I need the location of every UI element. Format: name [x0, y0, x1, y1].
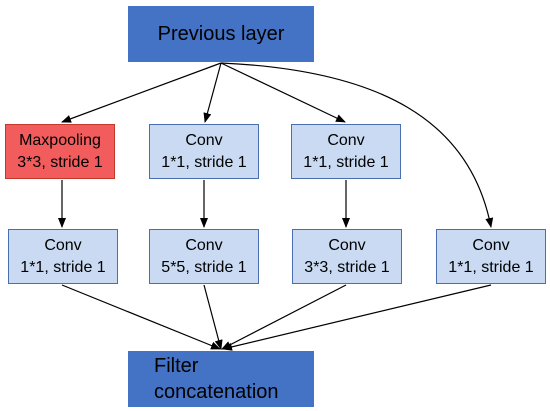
- node-maxpooling-params: 3*3, stride 1: [17, 153, 103, 171]
- node-conv-title: Conv: [327, 131, 365, 149]
- node-conv-3x3: Conv 3*3, stride 1: [292, 229, 402, 284]
- node-maxpooling-title: Maxpooling: [19, 131, 101, 149]
- node-conv-1x1-after-pool: Conv 1*1, stride 1: [8, 229, 118, 284]
- node-previous-layer: Previous layer: [128, 6, 314, 62]
- node-conv-params: 1*1, stride 1: [448, 258, 534, 276]
- node-conv-title: Conv: [185, 236, 223, 254]
- node-conv-title: Conv: [185, 131, 223, 149]
- node-conv-params: 1*1, stride 1: [303, 153, 389, 171]
- edge-previous-to-conv-a1: [203, 62, 222, 123]
- edge-previous-to-conv-b1: [220, 62, 346, 123]
- node-conv-title: Conv: [472, 236, 510, 254]
- node-conv-params: 1*1, stride 1: [161, 153, 247, 171]
- node-conv-1x1-branch2: Conv 1*1, stride 1: [149, 124, 259, 179]
- node-filter-concatenation-line2: concatenation: [154, 381, 279, 403]
- node-conv-params: 3*3, stride 1: [304, 258, 390, 276]
- node-conv-1x1-direct: Conv 1*1, stride 1: [436, 229, 546, 284]
- edge-conv-b2-to-concat: [203, 284, 223, 350]
- node-conv-title: Conv: [44, 236, 82, 254]
- node-previous-layer-label: Previous layer: [157, 23, 285, 45]
- node-conv-params: 5*5, stride 1: [161, 258, 247, 276]
- node-maxpooling: Maxpooling 3*3, stride 1: [5, 124, 115, 179]
- node-conv-5x5: Conv 5*5, stride 1: [149, 229, 259, 284]
- edge-conv-c2-to-concat: [221, 284, 347, 350]
- edge-previous-to-maxpool: [61, 62, 222, 123]
- node-conv-title: Conv: [328, 236, 366, 254]
- node-filter-concatenation-line1: Filter: [154, 355, 199, 377]
- node-conv-1x1-branch3: Conv 1*1, stride 1: [291, 124, 401, 179]
- edge-previous-to-conv-d2: [220, 62, 494, 228]
- node-filter-concatenation: Filter concatenation: [128, 351, 314, 407]
- edge-conv-d2-to-concat: [222, 284, 492, 351]
- node-conv-params: 1*1, stride 1: [20, 258, 106, 276]
- edge-conv-a2-to-concat: [61, 284, 221, 350]
